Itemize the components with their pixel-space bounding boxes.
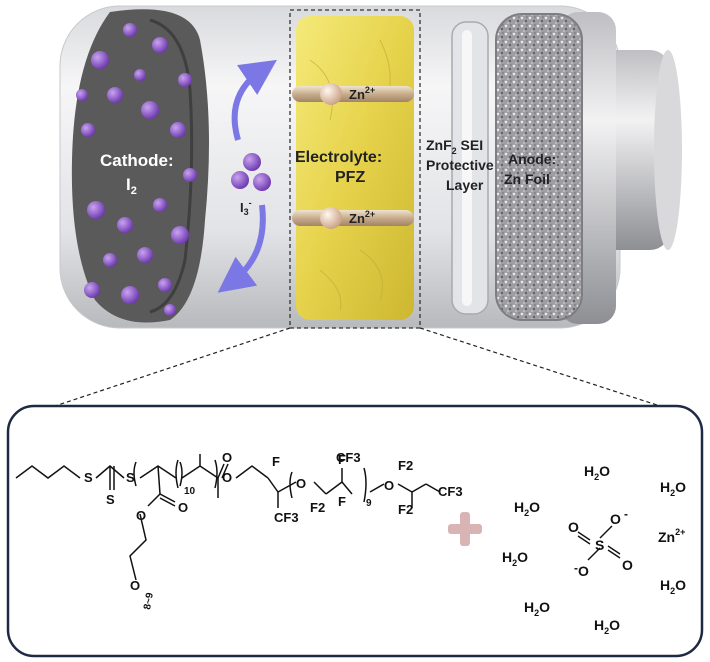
svg-text:O: O <box>222 470 232 485</box>
anode-zn-foil <box>495 13 583 321</box>
svg-text:O: O <box>384 478 394 493</box>
svg-text:O: O <box>136 508 146 523</box>
svg-text:F2: F2 <box>398 458 413 473</box>
sei-label-line3: Layer <box>446 177 484 193</box>
sei-label-line1: ZnF2 SEI <box>426 137 483 156</box>
svg-text:-: - <box>624 507 628 521</box>
sulfate-structure <box>577 525 621 561</box>
svg-text:F2: F2 <box>310 500 325 515</box>
svg-text:9: 9 <box>366 498 372 509</box>
svg-text:S: S <box>84 470 93 485</box>
zn-ion-label-top: Zn2+ <box>349 85 375 102</box>
water-6: H2O <box>524 599 550 618</box>
svg-text:S: S <box>595 537 604 553</box>
svg-text:O: O <box>178 500 188 515</box>
sulfate-labels: S O - O O O - <box>568 507 633 579</box>
water-5: H2O <box>660 577 686 596</box>
zn-ion-rod-top <box>292 83 414 105</box>
svg-text:F2: F2 <box>398 502 413 517</box>
svg-text:CF3: CF3 <box>438 484 463 499</box>
polymer-structure <box>15 454 441 581</box>
cathode-iodine <box>71 9 209 323</box>
electrolyte-selection-box <box>289 9 421 329</box>
svg-text:O: O <box>610 511 621 527</box>
svg-text:O: O <box>578 563 589 579</box>
zn-ion-rod-bottom <box>292 207 414 229</box>
svg-text:O: O <box>296 476 306 491</box>
triiodide-cluster <box>231 153 271 191</box>
svg-text:O: O <box>568 519 579 535</box>
plus-sign <box>448 512 482 546</box>
sei-layer <box>451 21 489 315</box>
svg-text:F: F <box>338 452 346 467</box>
zinc-ion-label: Zn2+ <box>658 527 685 545</box>
water-4: H2O <box>502 549 528 568</box>
svg-text:O: O <box>130 578 140 593</box>
svg-text:O: O <box>622 557 633 573</box>
anode-label: Anode: <box>508 151 556 167</box>
electrolyte-pfz <box>296 16 414 320</box>
zoom-line-right <box>419 327 661 407</box>
svg-text:O: O <box>222 450 232 465</box>
polymer-atom-labels: S S S O O O O O O O F F F CF3 CF3 CF3 F2… <box>84 450 463 593</box>
shuttle-arrow-up <box>231 59 277 141</box>
anode-foil-label: Zn Foil <box>504 171 550 187</box>
cathode-label: Cathode: <box>100 151 174 170</box>
svg-text:CF3: CF3 <box>274 510 299 525</box>
svg-text:F: F <box>272 454 280 469</box>
svg-text:F: F <box>338 494 346 509</box>
water-2: H2O <box>660 479 686 498</box>
svg-text:CF3: CF3 <box>336 450 361 465</box>
water-molecules: H2O H2O H2O H2O H2O H2O H2O <box>502 463 686 636</box>
triiodide-label: I3- <box>240 198 252 217</box>
svg-text:S: S <box>126 470 135 485</box>
iodine-particles <box>76 23 197 316</box>
anode-end-cap <box>560 12 682 324</box>
water-7: H2O <box>594 617 620 636</box>
svg-text:S: S <box>106 492 115 507</box>
repeat-unit-labels: 10 9 8~9 <box>142 486 372 611</box>
zoom-line-left <box>54 327 291 407</box>
cathode-iodine-label: I2 <box>126 175 137 197</box>
shuttle-arrow-down <box>217 204 266 293</box>
svg-text:10: 10 <box>184 486 196 497</box>
water-3: H2O <box>514 499 540 518</box>
electrolyte-pfz-label: PFZ <box>335 169 365 186</box>
electrolyte-label: Electrolyte: <box>295 149 382 166</box>
sei-label-line2: Protective <box>426 157 494 173</box>
zn-ion-label-bottom: Zn2+ <box>349 209 375 226</box>
svg-text:8~9: 8~9 <box>142 591 156 610</box>
svg-text:-: - <box>574 561 578 575</box>
water-1: H2O <box>584 463 610 482</box>
